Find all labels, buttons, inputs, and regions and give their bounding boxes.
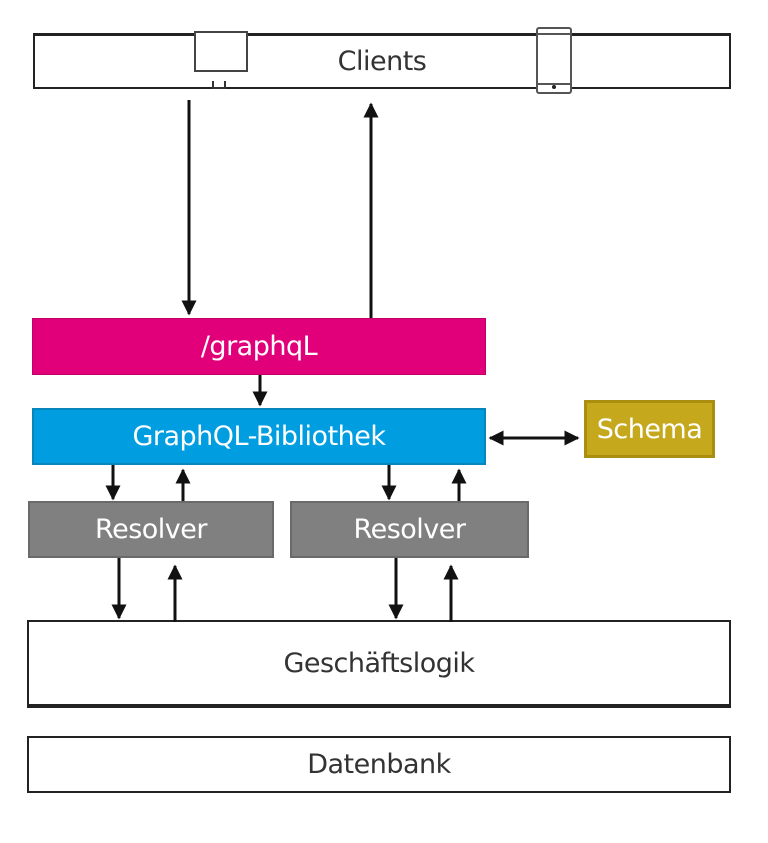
schema-box: Schema [584, 400, 715, 458]
desktop-monitor-icon [194, 31, 248, 93]
business-logic-box: Geschäftslogik [27, 620, 731, 708]
business-logic-label: Geschäftslogik [283, 647, 475, 679]
graphql-endpoint-box: /graphqL [32, 318, 486, 375]
database-label: Datenbank [307, 749, 451, 780]
clients-label: Clients [337, 46, 427, 77]
graphql-library-box: GraphQL-Bibliothek [32, 408, 486, 465]
schema-label: Schema [596, 413, 703, 445]
resolver-label-2: Resolver [353, 514, 466, 545]
graphql-library-label: GraphQL-Bibliothek [132, 421, 386, 452]
smartphone-icon [536, 27, 572, 94]
database-box: Datenbank [27, 736, 731, 793]
graphql-endpoint-label: /graphqL [200, 331, 318, 362]
resolver-box-1: Resolver [28, 501, 274, 558]
resolver-label-1: Resolver [95, 514, 207, 545]
clients-box: Clients [33, 33, 731, 89]
resolver-box-2: Resolver [290, 501, 529, 558]
